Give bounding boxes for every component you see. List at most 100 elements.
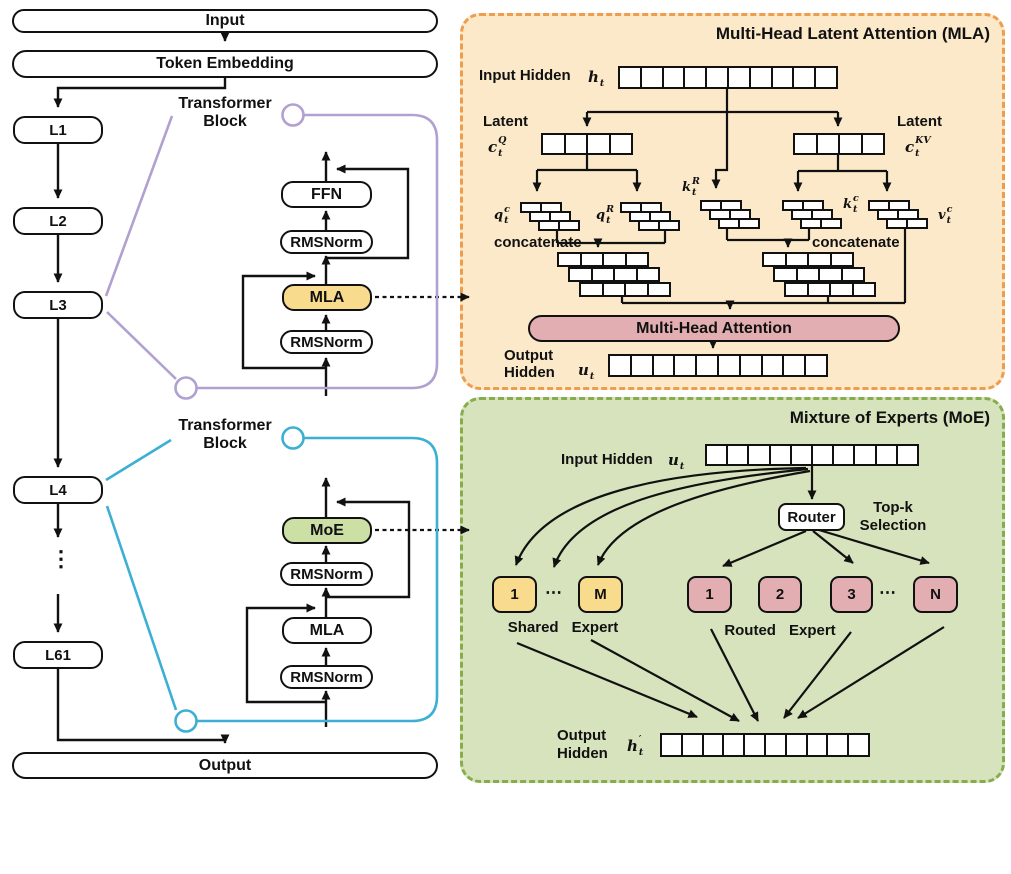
vector-cell (618, 66, 642, 89)
concatenate-right-label: concatenate (812, 234, 900, 251)
vector-cell (716, 354, 741, 377)
input-pill: Input (12, 9, 438, 33)
vector-cell (586, 133, 611, 155)
vector-cell (807, 252, 832, 267)
vector-cell (683, 66, 708, 89)
vector-cell (784, 252, 809, 267)
vector-cell (784, 733, 808, 757)
vector-cell (705, 66, 729, 89)
vector-cell (806, 282, 831, 297)
vector-cell (613, 267, 638, 282)
vector-cell (800, 218, 822, 229)
vector-cell (792, 66, 817, 89)
vector-cell (793, 133, 818, 155)
router-box: Router (778, 503, 845, 531)
vector-cell (840, 267, 865, 282)
vector-cell (804, 354, 828, 377)
vector-cell (743, 733, 766, 757)
vector-cell (895, 444, 920, 466)
u-t-symbol-moe: u t (668, 451, 685, 472)
vector-cell (646, 282, 671, 297)
routed-expert-3: 3 (830, 576, 873, 613)
vector-cell (747, 444, 771, 466)
vector-cell (726, 444, 750, 466)
latent-row-q (541, 133, 633, 155)
layer-box-l61: L61 (13, 641, 103, 669)
vector-cell (738, 218, 760, 229)
vector-cell (805, 733, 829, 757)
latent-left-label: Latent (483, 113, 528, 130)
vector-cell (629, 354, 654, 377)
vector-cell (770, 66, 795, 89)
vector-cell (851, 282, 876, 297)
vector-cell (860, 133, 885, 155)
mla-box-plain: MLA (282, 617, 372, 644)
vector-cell (658, 220, 680, 231)
vector-cell (886, 218, 908, 229)
vector-cell (795, 267, 820, 282)
vector-cell (680, 733, 704, 757)
vector-cell (763, 733, 787, 757)
vector-cell (660, 733, 683, 757)
stack-row (886, 218, 928, 229)
u-t-symbol: u t (578, 361, 595, 382)
mla-output-hidden-label-line2: Hidden (504, 364, 555, 381)
vector-cell (568, 267, 593, 282)
moe-panel-title: Mixture of Experts (MoE) (789, 408, 990, 427)
moe-output-hidden-row (660, 733, 870, 757)
layer-box-l4: L4 (13, 476, 103, 504)
layer-box-l3: L3 (13, 291, 103, 319)
vector-cell (695, 354, 719, 377)
callout-block1 (104, 103, 439, 400)
vector-cell (624, 252, 649, 267)
vector-cell (602, 252, 627, 267)
stack-row (538, 220, 580, 231)
stack-row (800, 218, 842, 229)
vector-cell (608, 133, 633, 155)
latent-right-label: Latent (897, 113, 942, 130)
vector-cell (601, 282, 626, 297)
multi-head-attention-pill: Multi-Head Attention (528, 315, 900, 342)
vector-cell (748, 66, 773, 89)
vector-cell (814, 66, 838, 89)
shared-expert-m: M (578, 576, 623, 613)
transformer-block-label-2-line1: Transformer (178, 417, 272, 434)
moe-input-hidden-label: Input Hidden (561, 451, 653, 468)
moe-input-hidden-row (705, 444, 920, 466)
ffn-box: FFN (281, 181, 372, 208)
stack-row (579, 282, 671, 297)
stack-row (762, 252, 854, 267)
h-t-symbol: h t (588, 68, 605, 89)
routed-expert-1: 1 (687, 576, 732, 613)
vector-cell (651, 354, 676, 377)
layer-ellipsis: ⋮ (50, 546, 72, 571)
mla-output-hidden-label-line1: Output (504, 347, 554, 364)
rmsnorm-box-2-bottom: RMSNorm (280, 665, 373, 689)
mla-box-highlight: MLA (282, 284, 372, 311)
vector-cell (635, 267, 660, 282)
callout-block2 (105, 426, 439, 733)
vector-cell (847, 733, 870, 757)
vector-cell (784, 282, 809, 297)
vector-cell (558, 220, 580, 231)
stack-row (568, 267, 660, 282)
vector-cell (829, 282, 854, 297)
vector-cell (818, 267, 843, 282)
token-embedding-pill: Token Embedding (12, 50, 438, 78)
vector-cell (906, 218, 928, 229)
vector-cell (701, 733, 725, 757)
rmsnorm-box-1-top: RMSNorm (280, 230, 373, 254)
vector-cell (773, 267, 798, 282)
vector-cell (639, 66, 664, 89)
vector-cell (624, 282, 649, 297)
vector-cell (541, 133, 566, 155)
moe-box-highlight: MoE (282, 517, 372, 544)
stack-row (718, 218, 760, 229)
mla-input-hidden-label: Input Hidden (479, 67, 571, 84)
vector-cell (705, 444, 729, 466)
layer-box-l1: L1 (13, 116, 103, 144)
